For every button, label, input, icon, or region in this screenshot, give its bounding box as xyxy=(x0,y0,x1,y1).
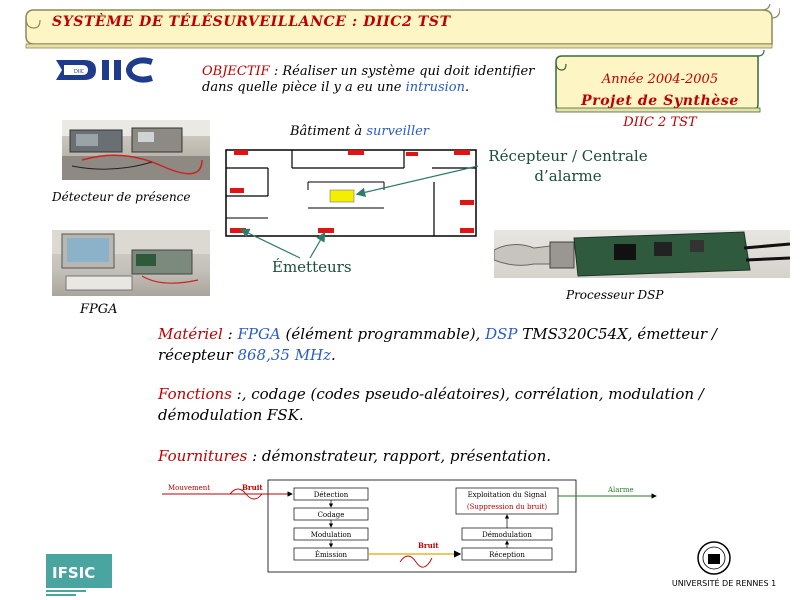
block-emission-label: Émission xyxy=(315,550,348,559)
project-label: Projet de Synthèse xyxy=(581,93,739,109)
year-label: Année 2004-2005 xyxy=(601,72,719,87)
objective-label: OBJECTIF xyxy=(202,64,270,79)
pointer-arrows xyxy=(240,165,479,259)
block-exploitation-label: Exploitation du Signal xyxy=(468,491,548,499)
diic-logo: DIIC xyxy=(56,57,153,83)
block-signal-exploitation xyxy=(455,487,559,515)
block-demodulation-label: Démodulation xyxy=(482,531,532,539)
noise-bottom-wave xyxy=(399,555,433,568)
materiel-fpga-desc: (élément programmable), xyxy=(280,325,486,343)
materiel-dsp: DSP xyxy=(485,325,518,343)
university-rennes-logo: UNIVERSITÉ DE RENNES 1 xyxy=(672,541,776,588)
fonctions-paragraph: Fonctions :, codage (codes pseudo-aléato… xyxy=(158,384,718,426)
objective-end: . xyxy=(465,80,470,95)
receiver-label: Récepteur / Centrale d’alarme xyxy=(488,147,648,185)
fournitures-paragraph: Fournitures : démonstrateur, rapport, pr… xyxy=(158,446,718,467)
fournitures-label: Fournitures xyxy=(158,447,248,465)
fonctions-label: Fonctions xyxy=(158,385,232,403)
year-scroll xyxy=(555,50,765,113)
fpga-caption: FPGA xyxy=(80,302,118,317)
dsp-caption: Processeur DSP xyxy=(566,288,664,302)
university-logo-text: UNIVERSITÉ DE RENNES 1 xyxy=(672,577,776,588)
materiel-label: Matériel xyxy=(158,325,223,343)
diagram-output-label: Alarme xyxy=(607,486,634,494)
block-reception-label: Réception xyxy=(489,551,525,559)
ifsic-logo: IFSIC xyxy=(46,554,112,596)
building-title-prefix: Bâtiment à xyxy=(290,124,367,139)
building-floor-plan xyxy=(225,149,477,237)
emitters-label: Émetteurs xyxy=(272,258,352,276)
diagram-noise-top-label: Bruit xyxy=(242,483,263,492)
materiel-paragraph: Matériel : FPGA (élément programmable), … xyxy=(158,324,718,366)
diagram-input-label: Mouvement xyxy=(168,484,210,492)
materiel-sep: : xyxy=(222,325,238,343)
detector-caption: Détecteur de présence xyxy=(52,190,191,204)
fonctions-text: :, codage (codes pseudo-aléatoires), cor… xyxy=(158,385,704,424)
objective-highlight: intrusion xyxy=(405,80,466,95)
building-title: Bâtiment à surveiller xyxy=(290,124,429,139)
materiel-dsp-desc: TMS320C54X, émetteur / récepteur xyxy=(158,325,717,364)
building-title-highlight: surveiller xyxy=(366,124,430,139)
block-modulation-label: Modulation xyxy=(311,531,352,539)
materiel-frequency: 868,35 MHz xyxy=(237,346,332,364)
objective-text: OBJECTIF : Réaliser un système qui doit … xyxy=(202,64,562,96)
signal-block-diagram: Mouvement Bruit Détection Codage Modulat… xyxy=(162,479,657,573)
diic-logo-text: DIIC xyxy=(74,69,85,75)
ifsic-logo-text: IFSIC xyxy=(52,564,95,582)
noise-top-wave xyxy=(229,488,263,500)
title-banner-scroll xyxy=(25,4,780,49)
objective-body: : Réaliser un système qui doit identifie… xyxy=(202,64,535,95)
block-detection-label: Détection xyxy=(314,491,349,499)
banner-title: SYSTÈME DE TÉLÉSURVEILLANCE : DIIC2 TST xyxy=(52,14,451,30)
block-exploitation-sub: (Suppression du bruit) xyxy=(467,503,547,511)
detector-photo xyxy=(62,120,210,180)
materiel-fpga: FPGA xyxy=(237,325,281,343)
dsp-photo xyxy=(494,230,790,278)
program-label: DIIC 2 TST xyxy=(623,115,697,130)
materiel-end: . xyxy=(331,346,336,364)
block-coding-label: Codage xyxy=(318,511,345,519)
fournitures-text: : démonstrateur, rapport, présentation. xyxy=(247,447,552,465)
diagram-noise-bottom-label: Bruit xyxy=(418,541,439,550)
fpga-photo xyxy=(52,230,210,296)
